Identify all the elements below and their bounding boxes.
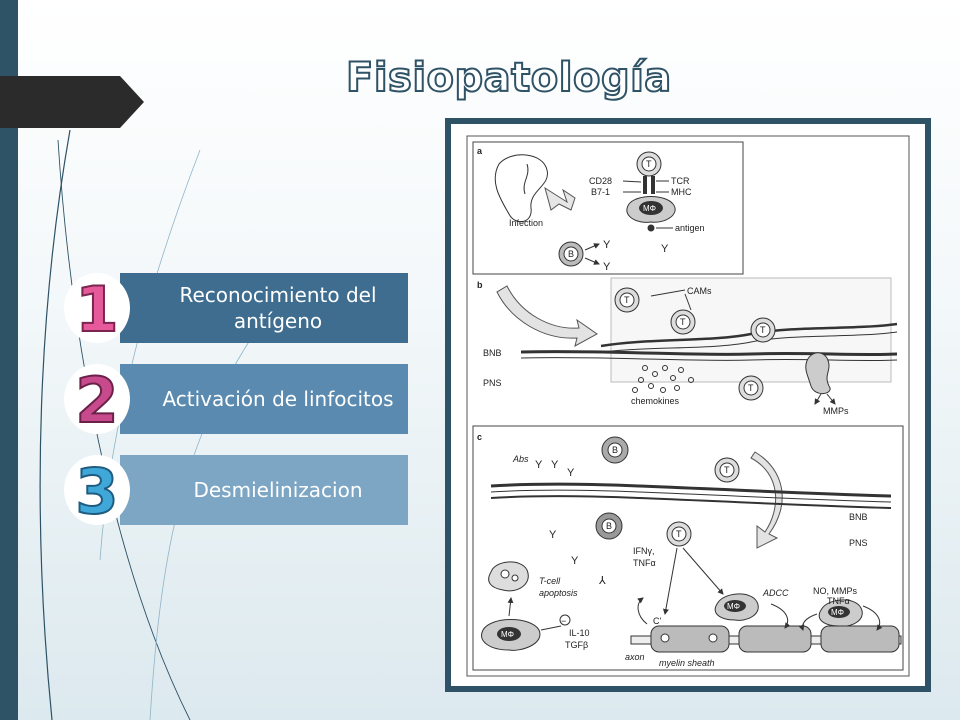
svg-text:NO, MMPs: NO, MMPs bbox=[813, 586, 857, 596]
figure-frame: a Infection T CD28 B7-1 TCR MHC bbox=[445, 118, 931, 692]
svg-text:T: T bbox=[724, 465, 730, 475]
svg-text:Y: Y bbox=[567, 467, 575, 479]
svg-text:Y: Y bbox=[549, 529, 557, 541]
svg-text:c: c bbox=[477, 432, 482, 442]
svg-text:Y: Y bbox=[551, 459, 559, 471]
step-label: Desmielinizacion bbox=[120, 455, 408, 525]
svg-text:B: B bbox=[568, 249, 574, 259]
svg-text:chemokines: chemokines bbox=[631, 396, 680, 406]
svg-text:TNFα: TNFα bbox=[633, 558, 656, 568]
svg-text:TCR: TCR bbox=[671, 176, 690, 186]
svg-text:TGFβ: TGFβ bbox=[565, 640, 588, 650]
svg-text:T: T bbox=[680, 317, 686, 327]
number-three-badge: 3 bbox=[64, 454, 130, 527]
svg-text:⅄: ⅄ bbox=[598, 575, 606, 587]
svg-text:MMPs: MMPs bbox=[823, 406, 849, 416]
svg-text:2: 2 bbox=[75, 364, 118, 436]
svg-text:b: b bbox=[477, 280, 483, 290]
svg-text:TNFα: TNFα bbox=[827, 596, 850, 606]
svg-text:apoptosis: apoptosis bbox=[539, 588, 578, 598]
svg-text:CD28: CD28 bbox=[589, 176, 612, 186]
left-accent-bar bbox=[0, 0, 18, 720]
svg-text:myelin sheath: myelin sheath bbox=[659, 658, 715, 668]
svg-text:Abs: Abs bbox=[512, 454, 529, 464]
svg-text:1: 1 bbox=[75, 273, 118, 345]
svg-text:C': C' bbox=[653, 616, 661, 626]
svg-text:T: T bbox=[624, 295, 630, 305]
svg-text:MΦ: MΦ bbox=[831, 608, 844, 617]
svg-text:PNS: PNS bbox=[483, 378, 502, 388]
svg-text:CAMs: CAMs bbox=[687, 286, 712, 296]
svg-text:T: T bbox=[676, 529, 682, 539]
pathophysiology-diagram: a Infection T CD28 B7-1 TCR MHC bbox=[451, 124, 925, 686]
svg-text:Y: Y bbox=[661, 243, 669, 255]
svg-text:B: B bbox=[606, 521, 612, 531]
svg-text:3: 3 bbox=[75, 455, 118, 527]
number-one-badge: 1 bbox=[64, 272, 130, 345]
svg-text:T: T bbox=[760, 325, 766, 335]
svg-text:Y: Y bbox=[535, 459, 543, 471]
step-reconocimiento: Reconocimiento del antígeno 1 bbox=[62, 272, 408, 345]
svg-text:Y: Y bbox=[571, 555, 579, 567]
svg-text:T-cell: T-cell bbox=[539, 576, 561, 586]
svg-text:B: B bbox=[612, 445, 618, 455]
arrow-tab bbox=[0, 76, 144, 128]
step-activacion: Activación de linfocitos 2 bbox=[62, 363, 408, 436]
svg-text:T: T bbox=[748, 383, 754, 393]
svg-text:T: T bbox=[646, 159, 652, 169]
svg-text:ADCC: ADCC bbox=[762, 588, 789, 598]
svg-text:IFNγ,: IFNγ, bbox=[633, 546, 655, 556]
svg-text:BNB: BNB bbox=[483, 348, 502, 358]
svg-text:MΦ: MΦ bbox=[643, 204, 656, 213]
svg-text:Infection: Infection bbox=[509, 218, 543, 228]
slide-title: Fisiopatología bbox=[345, 54, 672, 102]
step-label: Reconocimiento del antígeno bbox=[120, 273, 408, 343]
svg-text:B7-1: B7-1 bbox=[591, 187, 610, 197]
svg-text:Y: Y bbox=[603, 261, 611, 273]
svg-text:Y: Y bbox=[603, 239, 611, 251]
number-two-badge: 2 bbox=[64, 363, 130, 436]
step-desmielinizacion: Desmielinizacion 3 bbox=[62, 454, 408, 527]
panel-a: a Infection T CD28 B7-1 TCR MHC bbox=[472, 141, 744, 275]
svg-text:PNS: PNS bbox=[849, 538, 868, 548]
panel-b: b BNB PNS T T T T bbox=[477, 277, 898, 416]
svg-text:MΦ: MΦ bbox=[727, 602, 740, 611]
svg-text:MΦ: MΦ bbox=[501, 630, 514, 639]
svg-text:BNB: BNB bbox=[849, 512, 868, 522]
step-label: Activación de linfocitos bbox=[120, 364, 408, 434]
svg-text:MHC: MHC bbox=[671, 187, 692, 197]
svg-text:−: − bbox=[561, 616, 566, 626]
svg-text:antigen: antigen bbox=[675, 223, 705, 233]
svg-text:a: a bbox=[477, 146, 483, 156]
svg-text:IL-10: IL-10 bbox=[569, 628, 590, 638]
svg-text:axon: axon bbox=[625, 652, 645, 662]
